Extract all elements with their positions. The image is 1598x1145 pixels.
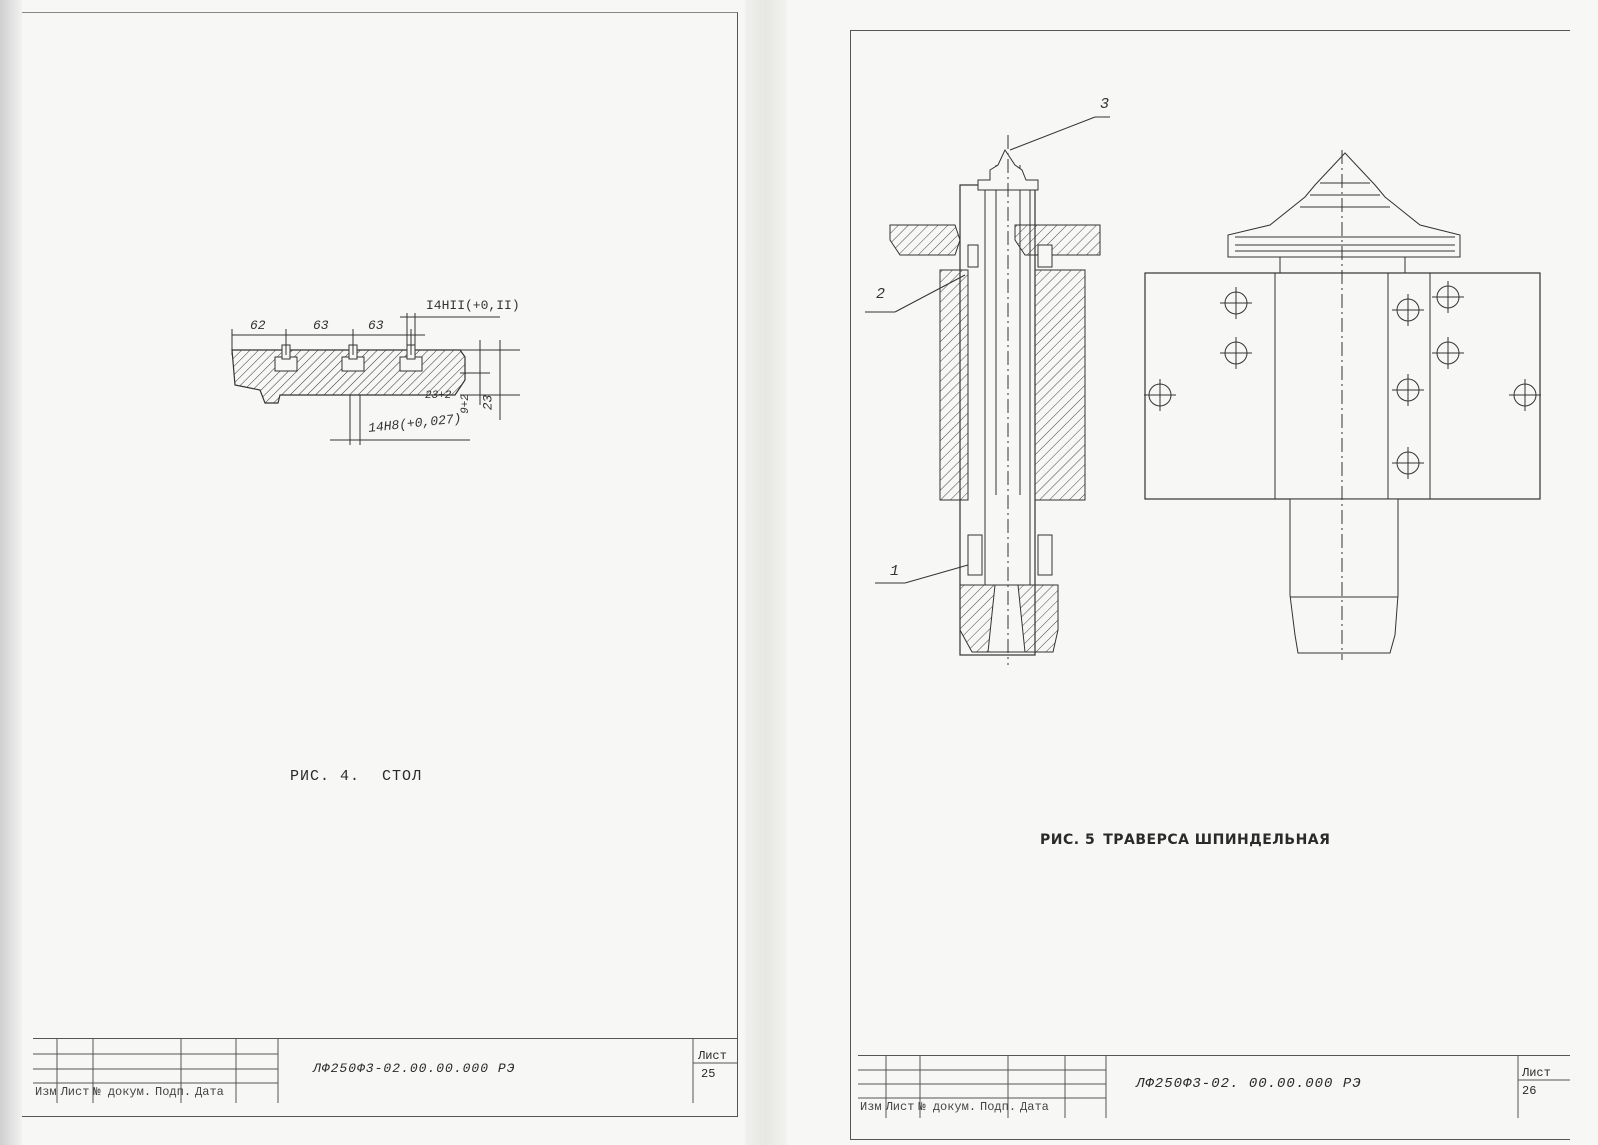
hdr-list: Лист — [885, 1100, 915, 1114]
dim-h2: 9+2 — [459, 394, 472, 414]
dim-h1: 23+2 — [425, 390, 452, 402]
dim-63-b: 63 — [368, 318, 384, 333]
leader-3: 3 — [1100, 96, 1110, 113]
figure-4-caption: РИС. 4. СТОЛ — [290, 768, 422, 785]
leader-1: 1 — [890, 563, 900, 580]
leader-2: 2 — [876, 286, 886, 303]
hdr-list: Лист — [60, 1085, 90, 1099]
scan-edge-shadow — [0, 0, 22, 1145]
hdr-podp: Подп. — [980, 1100, 1017, 1114]
right-page-frame — [850, 30, 1570, 1140]
right-sheet-label: Лист — [1522, 1066, 1551, 1080]
left-sheet-label: Лист — [698, 1049, 727, 1063]
figure-5-caption: РИС. 5 ТРАВЕРСА ШПИНДЕЛЬНАЯ — [1040, 832, 1330, 848]
right-title-grid — [858, 1056, 1570, 1118]
hdr-data: Дата — [1020, 1100, 1049, 1114]
hdr-dokum: № докум. — [918, 1100, 977, 1114]
dim-62: 62 — [250, 318, 266, 333]
spindle-exterior-drawing — [1144, 150, 1541, 660]
hdr-podp: Подп. — [155, 1085, 192, 1099]
left-document-code: ЛФ250Ф3-02.00.00.000 РЭ — [313, 1061, 516, 1076]
left-title-grid — [33, 1039, 738, 1103]
figure-4-number: РИС. 4. — [290, 768, 361, 785]
book-gutter — [745, 0, 787, 1145]
figure-5-number: РИС. 5 — [1040, 832, 1096, 848]
dim-slot-top: I4HII(+0,II) — [426, 298, 520, 313]
hdr-data: Дата — [195, 1085, 224, 1099]
hdr-izm: Изм — [860, 1100, 882, 1114]
hdr-dokum: № докум. — [93, 1085, 152, 1099]
dim-h3: 23 — [480, 394, 496, 411]
spindle-section-drawing — [865, 116, 1110, 665]
right-document-code: ЛФ250Ф3-02. 00.00.000 РЭ — [1136, 1076, 1362, 1092]
hdr-izm: Изм — [35, 1085, 57, 1099]
right-sheet-number: 26 — [1522, 1084, 1537, 1098]
table-section-drawing — [231, 313, 520, 445]
figure-4-title: СТОЛ — [382, 768, 423, 785]
dim-63-a: 63 — [313, 318, 329, 333]
figure-5-title: ТРАВЕРСА ШПИНДЕЛЬНАЯ — [1103, 832, 1331, 848]
left-page-frame — [22, 12, 738, 1117]
left-sheet-number: 25 — [701, 1067, 716, 1081]
